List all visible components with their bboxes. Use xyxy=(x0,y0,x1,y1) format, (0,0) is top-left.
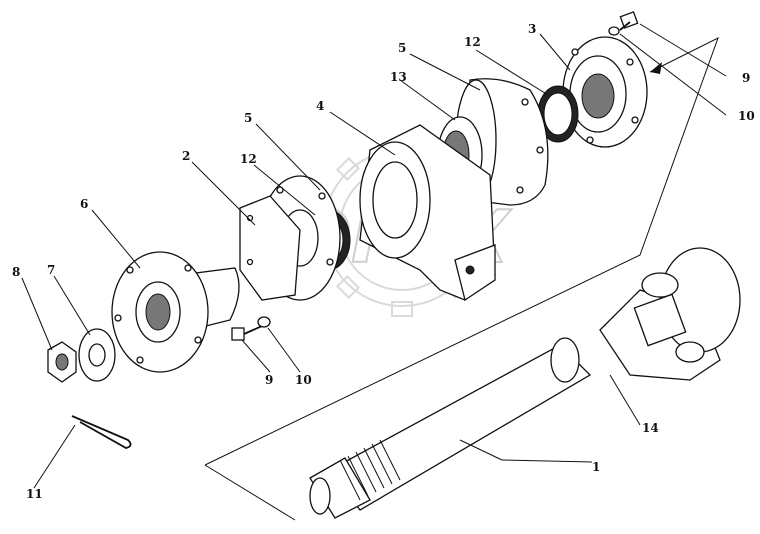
assembly-outline-bottom xyxy=(204,464,296,521)
label-11: 11 xyxy=(26,487,43,501)
label-9b: 9 xyxy=(265,373,273,387)
part-6-companion-flange xyxy=(111,251,240,373)
part-4-support-bracket xyxy=(359,124,496,302)
label-12b: 12 xyxy=(240,152,257,166)
part-1-splined-shaft xyxy=(309,337,592,519)
part-10-washer-middle xyxy=(257,316,271,328)
label-2: 2 xyxy=(182,149,190,163)
part-10-washer-top xyxy=(608,26,620,36)
label-10a: 10 xyxy=(738,109,755,123)
label-9a: 9 xyxy=(742,71,750,85)
part-11-cotter-pin xyxy=(71,415,132,449)
part-9-bolt-top xyxy=(619,11,639,31)
label-6: 6 xyxy=(80,197,88,211)
label-10b: 10 xyxy=(295,373,312,387)
part-3-flange-housing xyxy=(562,36,648,148)
part-2-flange-plate xyxy=(239,195,301,301)
label-4: 4 xyxy=(316,99,324,113)
label-14: 14 xyxy=(642,421,659,435)
label-12a: 12 xyxy=(464,35,481,49)
label-8: 8 xyxy=(12,265,20,279)
label-1: 1 xyxy=(592,460,600,474)
part-7-washer xyxy=(78,328,116,382)
label-13: 13 xyxy=(390,70,407,84)
assembly-outline-top xyxy=(204,36,719,466)
part-12-seal-top xyxy=(537,85,579,143)
outline-arrow xyxy=(650,62,662,74)
part-9-bolt-middle xyxy=(231,325,263,341)
leader-lines xyxy=(21,23,727,489)
label-7: 7 xyxy=(47,263,55,277)
part-8-castle-nut xyxy=(47,341,77,383)
label-3: 3 xyxy=(528,22,536,36)
label-5a: 5 xyxy=(398,41,406,55)
part-14-universal-joint xyxy=(599,247,741,381)
label-5b: 5 xyxy=(244,111,252,125)
